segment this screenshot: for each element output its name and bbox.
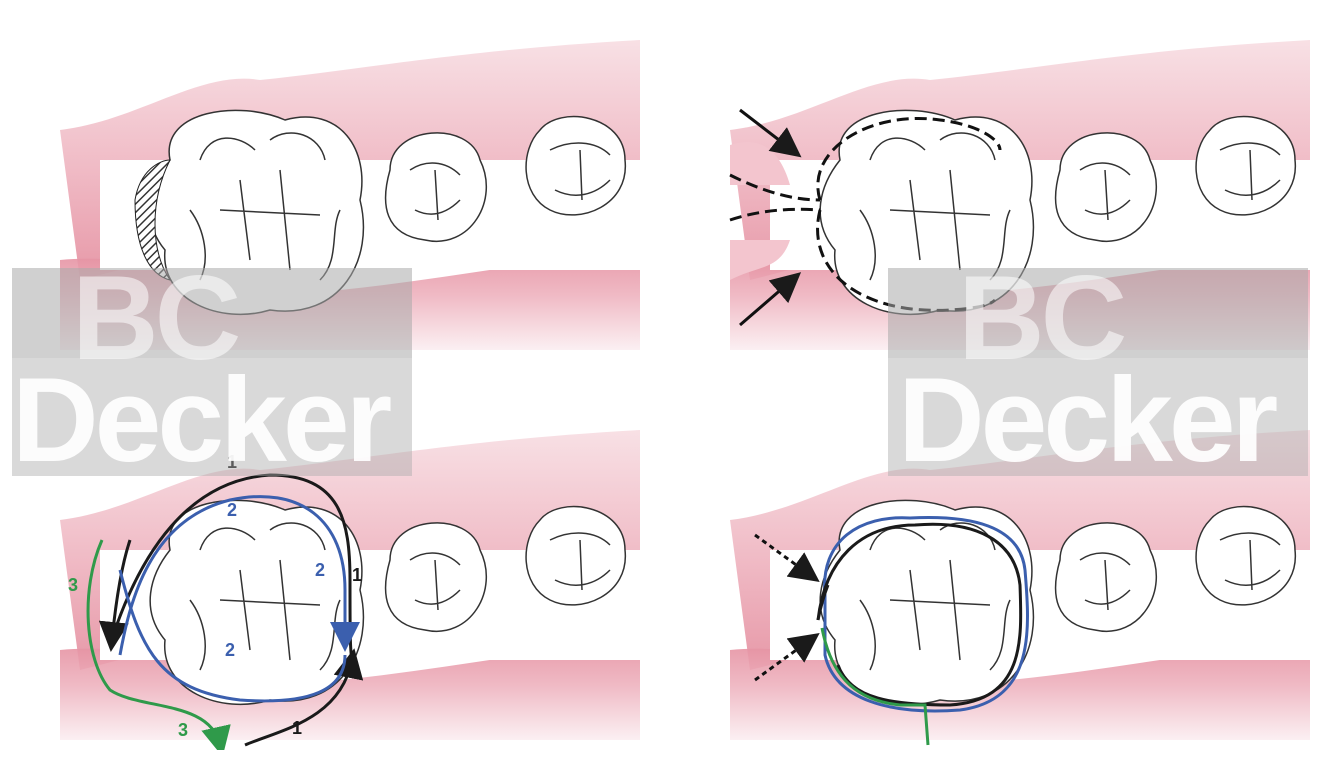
panel-d-illustration xyxy=(710,400,1310,750)
premolar-1 xyxy=(1056,523,1157,631)
premolar-1 xyxy=(1056,133,1157,241)
panel-b-illustration xyxy=(710,10,1310,360)
path-3-label-bottom: 3 xyxy=(178,720,188,741)
premolar-1 xyxy=(386,523,487,631)
premolar-2 xyxy=(1196,507,1295,605)
path-1-label-top: 1 xyxy=(227,452,237,473)
panel-a-illustration xyxy=(40,10,640,360)
premolar-2 xyxy=(526,117,625,215)
panel-c-illustration xyxy=(40,400,640,750)
panel-d: D xyxy=(710,400,1310,750)
panel-b: B xyxy=(710,10,1310,360)
path-1-label-right: 1 xyxy=(352,565,362,586)
premolar-2 xyxy=(1196,117,1295,215)
molar-large xyxy=(820,110,1033,314)
path-1-label-bottom: 1 xyxy=(292,718,302,739)
molar-large xyxy=(150,110,363,314)
path-2-label-top: 2 xyxy=(227,500,237,521)
premolar-2 xyxy=(526,507,625,605)
path-2-label-bottom: 2 xyxy=(225,640,235,661)
path-3-label-left: 3 xyxy=(68,575,78,596)
panel-a: A xyxy=(40,10,640,360)
panel-c: 1 1 1 2 2 2 3 3 C xyxy=(40,400,640,750)
path-2-label-right: 2 xyxy=(315,560,325,581)
premolar-1 xyxy=(386,133,487,241)
